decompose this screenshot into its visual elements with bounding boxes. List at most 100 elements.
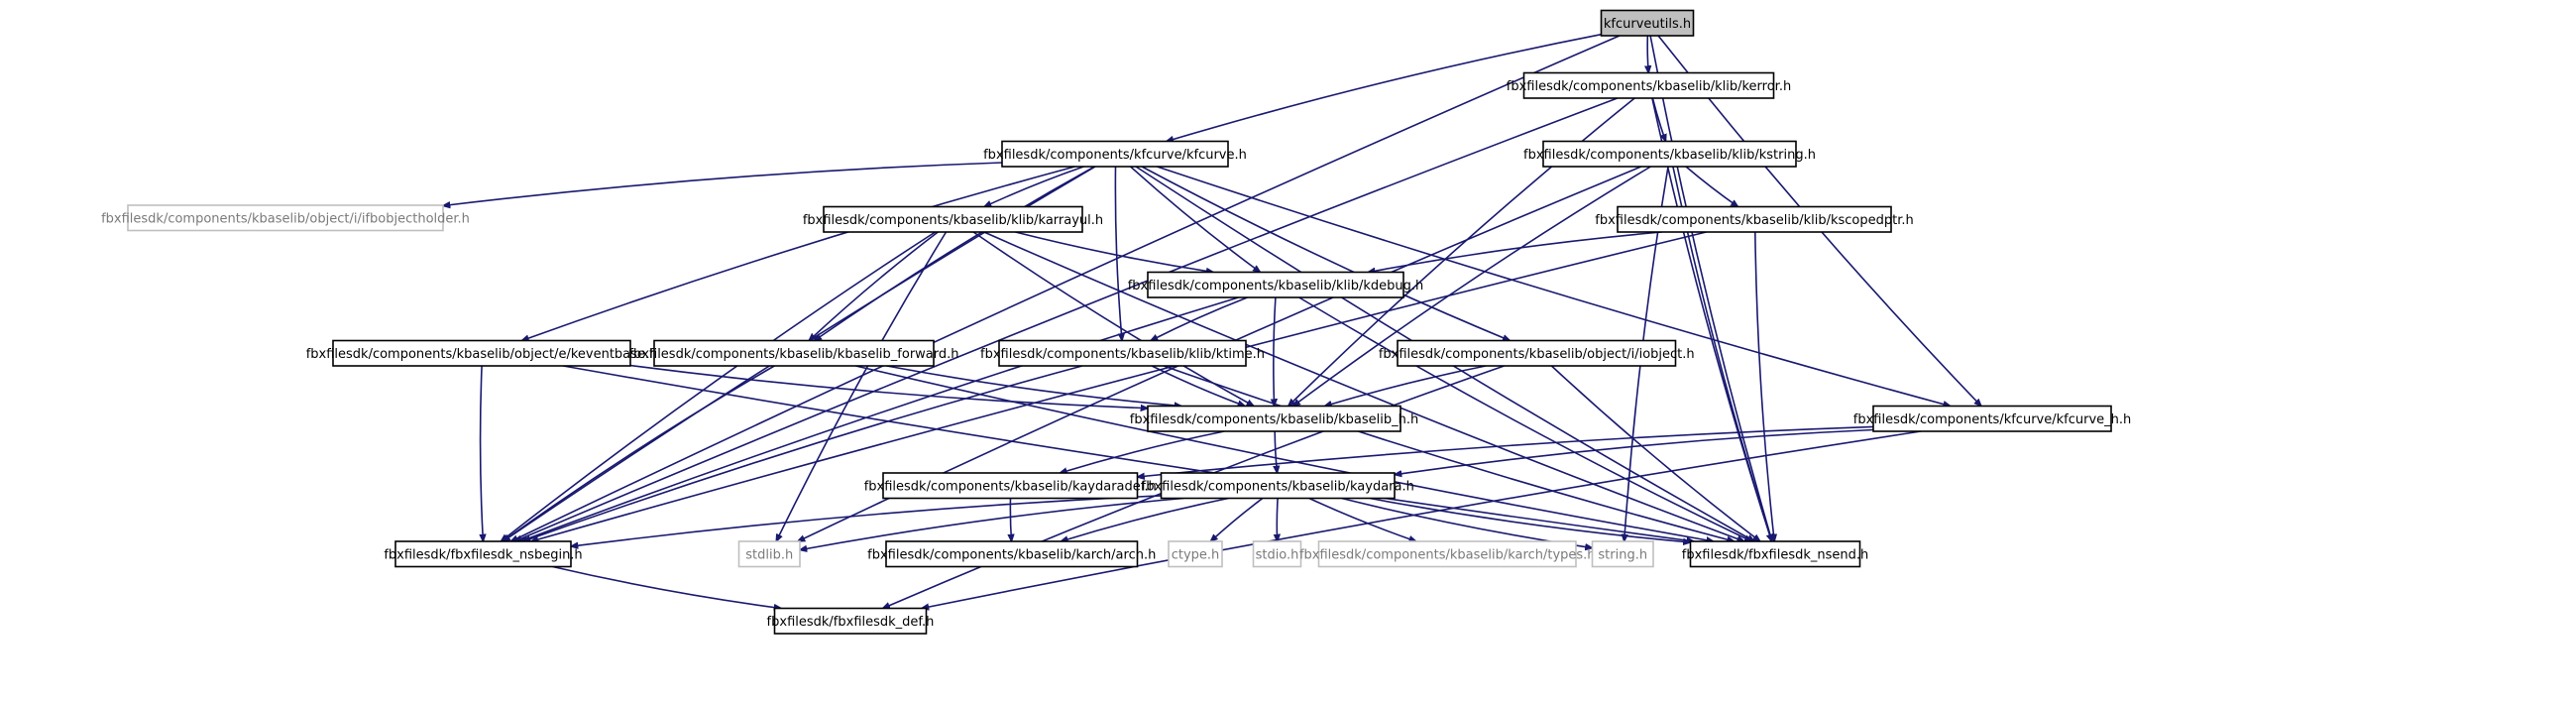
edge-kfcurve-to-keventbase — [522, 166, 1075, 341]
edge-karrayul-to-stdlib — [776, 231, 948, 541]
node-kfcurveutils[interactable]: kfcurveutils.h — [1600, 9, 1695, 37]
edge-iobject-to-kbaselib_h — [1325, 365, 1487, 407]
node-label: fbxfilesdk/fbxfilesdk_def.h — [767, 615, 935, 630]
node-label: fbxfilesdk/fbxfilesdk_nsbegin.h — [384, 547, 582, 562]
node-box — [1168, 540, 1223, 568]
node-box — [1397, 339, 1677, 367]
edge-kaydara-to-ctype — [1210, 497, 1264, 542]
node-nsbegin[interactable]: fbxfilesdk/fbxfilesdk_nsbegin.h — [384, 540, 583, 568]
node-kaydara[interactable]: fbxfilesdk/components/kbaselib/kaydara.h — [1142, 472, 1414, 500]
edge-karrayul-to-nsbegin — [501, 231, 937, 541]
node-box — [1147, 405, 1401, 432]
edge-kfcurve-to-iobject — [1141, 166, 1510, 342]
node-label: string.h — [1598, 547, 1647, 562]
node-label: fbxfilesdk/components/kbaselib/klib/kdeb… — [1128, 279, 1424, 293]
edge-kaydara-to-nsbegin — [571, 495, 1162, 546]
node-kaydaradef[interactable]: fbxfilesdk/components/kbaselib/kaydarade… — [864, 472, 1157, 500]
edge-kfcurve_h-to-def — [922, 430, 1922, 609]
edge-kstring-to-kbaselib_h — [1293, 166, 1651, 407]
edge-karrayul-to-kbaselib_h — [972, 231, 1254, 407]
node-label: stdlib.h — [745, 547, 793, 562]
node-iobject[interactable]: fbxfilesdk/components/kbaselib/object/i/… — [1379, 339, 1695, 367]
edge-kfcurveutils-to-nsend — [1649, 35, 1772, 541]
edge-karrayul-to-kbaselib_forward — [809, 231, 939, 341]
node-box — [1591, 540, 1654, 568]
edge-kfcurve-to-ktime — [1114, 166, 1122, 341]
edge-karrayul-to-nsend — [983, 231, 1744, 541]
edge-kfcurve_h-to-kaydara — [1395, 428, 1874, 475]
node-kstring[interactable]: fbxfilesdk/components/kbaselib/klib/kstr… — [1523, 140, 1816, 168]
node-box — [653, 339, 935, 367]
node-box — [998, 339, 1247, 367]
node-label: fbxfilesdk/components/kbaselib/object/i/… — [1379, 347, 1695, 362]
node-box — [1160, 472, 1396, 500]
edge-ktime-to-kbaselib_h — [1151, 365, 1245, 407]
edge-kbaselib_forward-to-kbaselib_h — [886, 365, 1181, 407]
edge-keventbase-to-nsbegin — [481, 365, 484, 541]
node-nsend[interactable]: fbxfilesdk/fbxfilesdk_nsend.h — [1682, 540, 1869, 568]
node-box — [1317, 540, 1577, 568]
node-label: fbxfilesdk/components/kbaselib/karch/typ… — [1299, 547, 1596, 562]
node-keventbase[interactable]: fbxfilesdk/components/kbaselib/object/e/… — [306, 339, 658, 367]
edge-kaydara-to-types — [1308, 497, 1416, 542]
edge-kscopedptr-to-nsbegin — [531, 231, 1707, 541]
node-label: fbxfilesdk/components/kbaselib/object/i/… — [101, 211, 470, 226]
edge-kfcurve_h-to-kaydaradef — [1138, 425, 1874, 477]
edge-kfcurveutils-to-nsbegin — [511, 35, 1621, 541]
edge-kdebug-to-nsend — [1298, 296, 1752, 541]
edge-kaydara-to-stdlib — [800, 497, 1184, 550]
edge-kstring-to-kscopedptr — [1685, 166, 1738, 207]
node-kbaselib_forward[interactable]: fbxfilesdk/components/kbaselib/kbaselib_… — [628, 339, 959, 367]
node-box — [1600, 9, 1695, 37]
node-string: string.h — [1591, 540, 1654, 568]
edge-kdebug-to-nsbegin — [520, 296, 1239, 541]
node-arch[interactable]: fbxfilesdk/components/kbaselib/karch/arc… — [867, 540, 1156, 568]
node-label: fbxfilesdk/components/kbaselib/klib/ktim… — [980, 347, 1265, 362]
node-kbaselib_h[interactable]: fbxfilesdk/components/kbaselib/kbaselib_… — [1130, 405, 1418, 432]
node-kscopedptr[interactable]: fbxfilesdk/components/kbaselib/klib/ksco… — [1595, 205, 1914, 233]
nodes-layer: kfcurveutils.h fbxfilesdk/components/kbas… — [101, 9, 2132, 635]
node-box — [882, 472, 1139, 500]
node-box — [885, 540, 1139, 568]
edge-kaydara-to-nsend — [1369, 497, 1691, 543]
edge-ktime-to-nsend — [1163, 365, 1735, 541]
node-box — [1542, 140, 1797, 168]
node-label: fbxfilesdk/components/kbaselib/klib/ksco… — [1595, 213, 1913, 228]
edge-ktime-to-nsbegin — [523, 365, 1083, 541]
edge-kfcurve-to-kbaselib_forward — [815, 166, 1095, 341]
edge-kbaselib_forward-to-nsend — [855, 365, 1713, 541]
node-ktime[interactable]: fbxfilesdk/components/kbaselib/klib/ktim… — [980, 339, 1265, 367]
node-label: stdio.h — [1256, 547, 1299, 562]
node-kdebug[interactable]: fbxfilesdk/components/kbaselib/klib/kdeb… — [1128, 271, 1424, 298]
edge-kscopedptr-to-nsend — [1754, 231, 1774, 541]
edge-kfcurve-to-karrayul — [984, 166, 1084, 207]
node-box — [1147, 271, 1404, 298]
node-label: fbxfilesdk/components/kfcurve/kfcurve.h — [983, 148, 1247, 163]
node-label: fbxfilesdk/components/kbaselib/kaydarade… — [864, 479, 1157, 494]
node-def[interactable]: fbxfilesdk/fbxfilesdk_def.h — [767, 607, 935, 635]
node-box — [127, 204, 444, 232]
node-label: fbxfilesdk/components/kfcurve/kfcurve_h.… — [1853, 412, 2132, 427]
node-box — [773, 607, 928, 635]
node-label: fbxfilesdk/components/kbaselib/object/e/… — [306, 347, 658, 362]
edge-kfcurveutils-to-kfcurve — [1167, 33, 1602, 142]
node-box — [823, 205, 1083, 233]
node-label: fbxfilesdk/components/kbaselib/karch/arc… — [867, 547, 1156, 562]
edge-keventbase-to-kbaselib_h — [629, 364, 1148, 409]
node-box — [1689, 540, 1861, 568]
node-kfcurve[interactable]: fbxfilesdk/components/kfcurve/kfcurve.h — [983, 140, 1247, 168]
node-box — [1252, 540, 1302, 568]
edge-kaydara-to-arch — [1061, 497, 1229, 542]
node-box — [1522, 71, 1775, 99]
edge-keventbase-to-nsend — [563, 365, 1694, 541]
node-box — [1872, 405, 2112, 432]
edge-kfcurve-to-ifbobjectholder — [443, 162, 1003, 206]
node-label: fbxfilesdk/components/kbaselib/kbaselib_… — [1130, 412, 1418, 427]
node-box — [1001, 140, 1229, 168]
node-label: fbxfilesdk/components/kbaselib/klib/kerr… — [1507, 79, 1791, 94]
node-stdlib: stdlib.h — [737, 540, 801, 568]
node-kfcurve_h[interactable]: fbxfilesdk/components/kfcurve/kfcurve_h.… — [1853, 405, 2132, 432]
node-kerror[interactable]: fbxfilesdk/components/kbaselib/klib/kerr… — [1507, 71, 1791, 99]
node-karrayul[interactable]: fbxfilesdk/components/kbaselib/klib/karr… — [803, 205, 1103, 233]
